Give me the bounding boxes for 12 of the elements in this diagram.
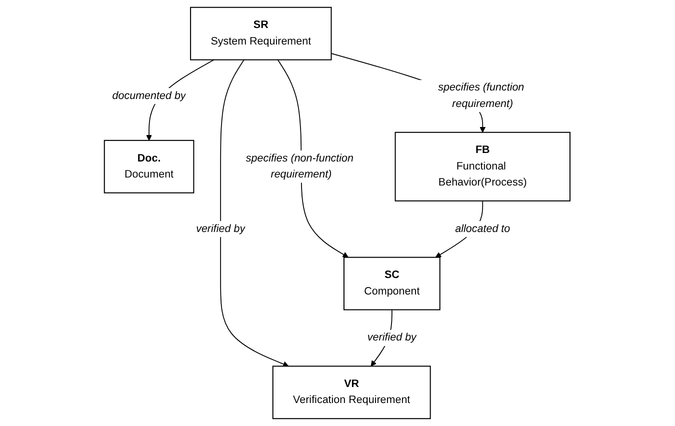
edge-label: verified by: [368, 332, 417, 344]
arrow: [220, 59, 290, 367]
edge-label: verified by: [196, 223, 246, 234]
node-box: VR Verification Requirement: [272, 366, 432, 420]
edge-label: specifies (function requirement): [438, 82, 524, 110]
edge-label: documented by: [112, 90, 186, 102]
node-box: FB Functional Behavior(Process): [395, 132, 571, 202]
node-box: SC Component: [344, 256, 441, 310]
edge-label: specifies (non-function requirement): [246, 152, 354, 180]
node-box: SR System Requirement: [190, 6, 332, 60]
edge-label: allocated to: [455, 223, 510, 234]
node-box: Doc. Document: [104, 140, 195, 194]
